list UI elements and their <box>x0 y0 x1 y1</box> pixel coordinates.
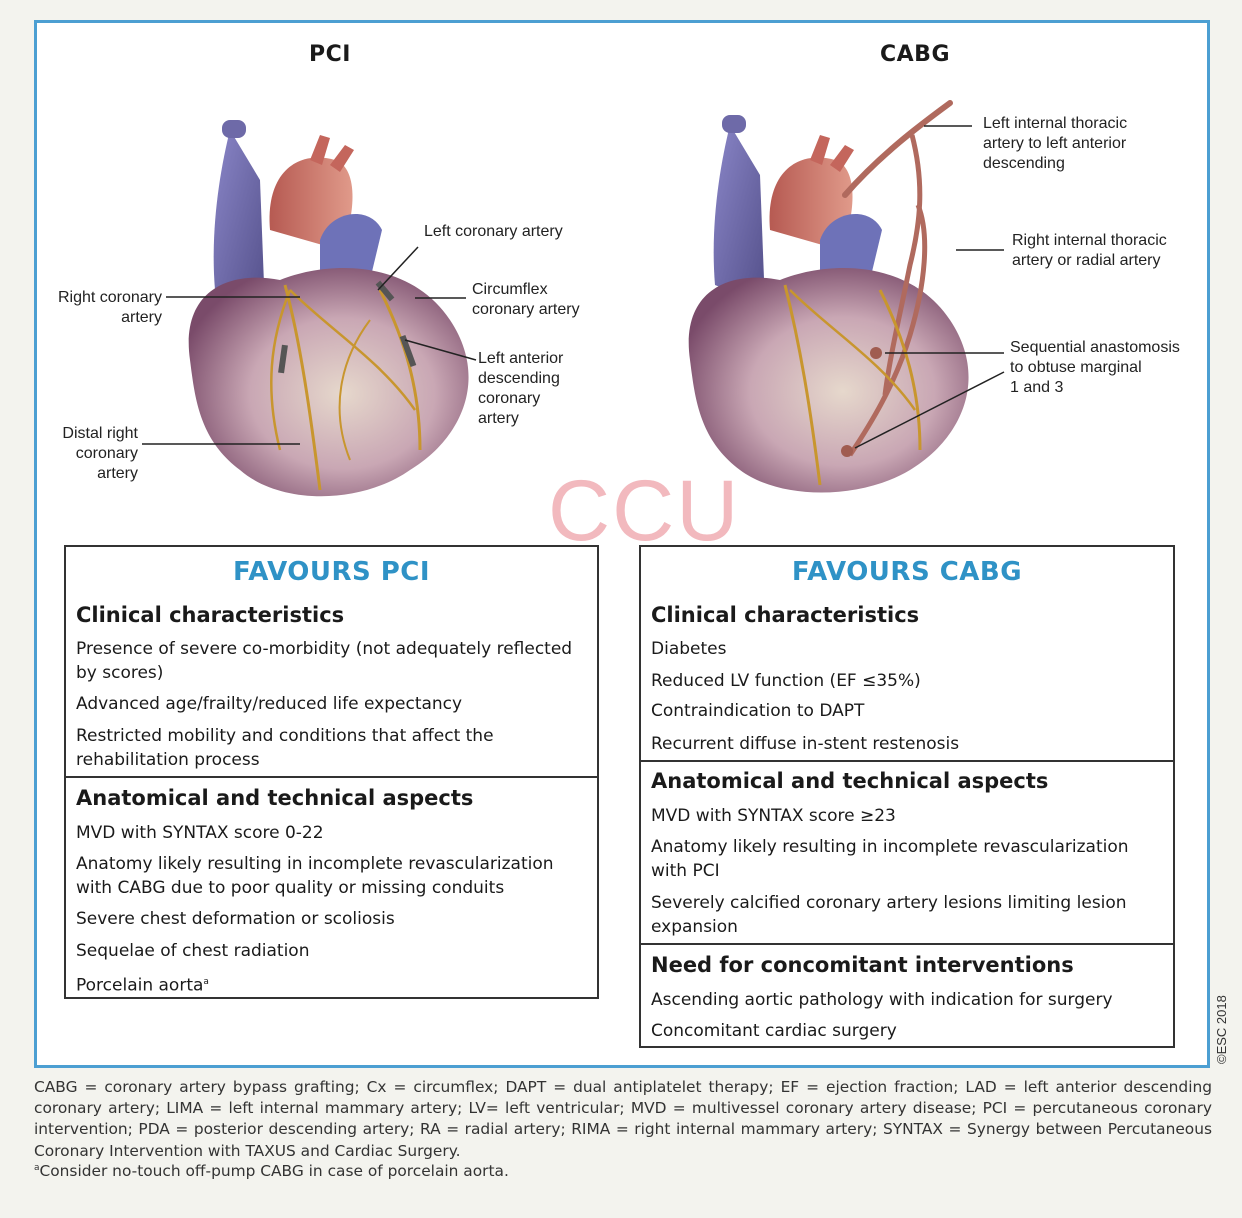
cabg-clinical-item: Contraindication to DAPT <box>651 701 865 721</box>
abbreviations-footnote: CABG = coronary artery bypass grafting; … <box>34 1078 1212 1160</box>
porcelain-aorta-text: Porcelain aorta <box>76 975 204 996</box>
pci-anatomical-item: MVD with SYNTAX score 0-22 <box>76 823 324 843</box>
pci-clinical-item: Restricted mobility and conditions that … <box>76 726 494 770</box>
label-circumflex-coronary-artery: Circumflex coronary artery <box>472 281 580 318</box>
pci-section-divider <box>66 776 597 778</box>
cabg-concomitant-heading: Need for concomitant interventions <box>651 953 1074 977</box>
pci-clinical-item: Advanced age/frailty/reduced life expect… <box>76 694 463 714</box>
cabg-concomitant-item: Concomitant cardiac surgery <box>651 1021 897 1041</box>
label-left-anterior-descending: Left anterior descending coronary artery <box>478 350 564 427</box>
cabg-header: CABG <box>880 42 950 67</box>
cabg-anatomical-item: Severely calcified coronary artery lesio… <box>651 893 1127 937</box>
favours-cabg-box: FAVOURS CABG Clinical characteristics Di… <box>639 545 1175 1048</box>
porcelain-footnote-marker: a <box>203 977 209 987</box>
cabg-clinical-item: Diabetes <box>651 639 727 659</box>
favours-cabg-title: FAVOURS CABG <box>791 557 1023 587</box>
favours-pci-title: FAVOURS PCI <box>232 557 431 587</box>
pci-anatomical-item-porcelain: Porcelain aortaa <box>76 970 586 998</box>
ccu-watermark: CCU <box>548 463 741 559</box>
cabg-section-divider <box>641 943 1173 945</box>
pci-header: PCI <box>309 42 351 67</box>
copyright-notice: ©ESC 2018 <box>1214 995 1229 1064</box>
cabg-clinical-item: Reduced LV function (EF ≤35%) <box>651 671 921 691</box>
pci-heart-illustration <box>188 120 469 497</box>
cabg-anatomical-item: Anatomy likely resulting in incomplete r… <box>651 837 1129 881</box>
porcelain-aorta-footnote: aConsider no-touch off-pump CABG in case… <box>34 1162 1212 1180</box>
label-sequential-anastomosis: Sequential anastomosis to obtuse margina… <box>1010 339 1180 396</box>
cabg-concomitant-item: Ascending aortic pathology with indicati… <box>651 990 1113 1010</box>
cabg-section-divider <box>641 760 1173 762</box>
cabg-anatomical-item: MVD with SYNTAX score ≥23 <box>651 806 896 826</box>
label-right-coronary-artery: Right coronary artery <box>57 289 162 326</box>
favours-pci-box: FAVOURS PCI Clinical characteristics Pre… <box>64 545 599 999</box>
cabg-clinical-item: Recurrent diffuse in-stent restenosis <box>651 734 960 754</box>
label-right-internal-thoracic-artery: Right internal thoracic artery or radial… <box>1012 232 1167 269</box>
label-left-internal-thoracic-artery: Left internal thoracic artery to left an… <box>983 115 1128 172</box>
pci-anatomical-item: Anatomy likely resulting in incomplete r… <box>76 854 554 898</box>
pci-anatomical-item: Sequelae of chest radiation <box>76 941 310 961</box>
cabg-heart-illustration <box>688 100 969 493</box>
label-distal-right-coronary-artery: Distal right coronary artery <box>62 425 138 482</box>
footnote-marker: a <box>34 1162 40 1173</box>
pci-clinical-item: Presence of severe co-morbidity (not ade… <box>76 639 573 683</box>
cabg-clinical-heading: Clinical characteristics <box>651 603 920 627</box>
porcelain-aorta-footnote-text: Consider no-touch off-pump CABG in case … <box>39 1162 509 1180</box>
cabg-anatomical-heading: Anatomical and technical aspects <box>651 769 1049 793</box>
pci-anatomical-item: Severe chest deformation or scoliosis <box>76 909 395 929</box>
label-left-coronary-artery: Left coronary artery <box>424 223 563 240</box>
pci-anatomical-heading: Anatomical and technical aspects <box>76 786 474 810</box>
pci-clinical-heading: Clinical characteristics <box>76 603 345 627</box>
